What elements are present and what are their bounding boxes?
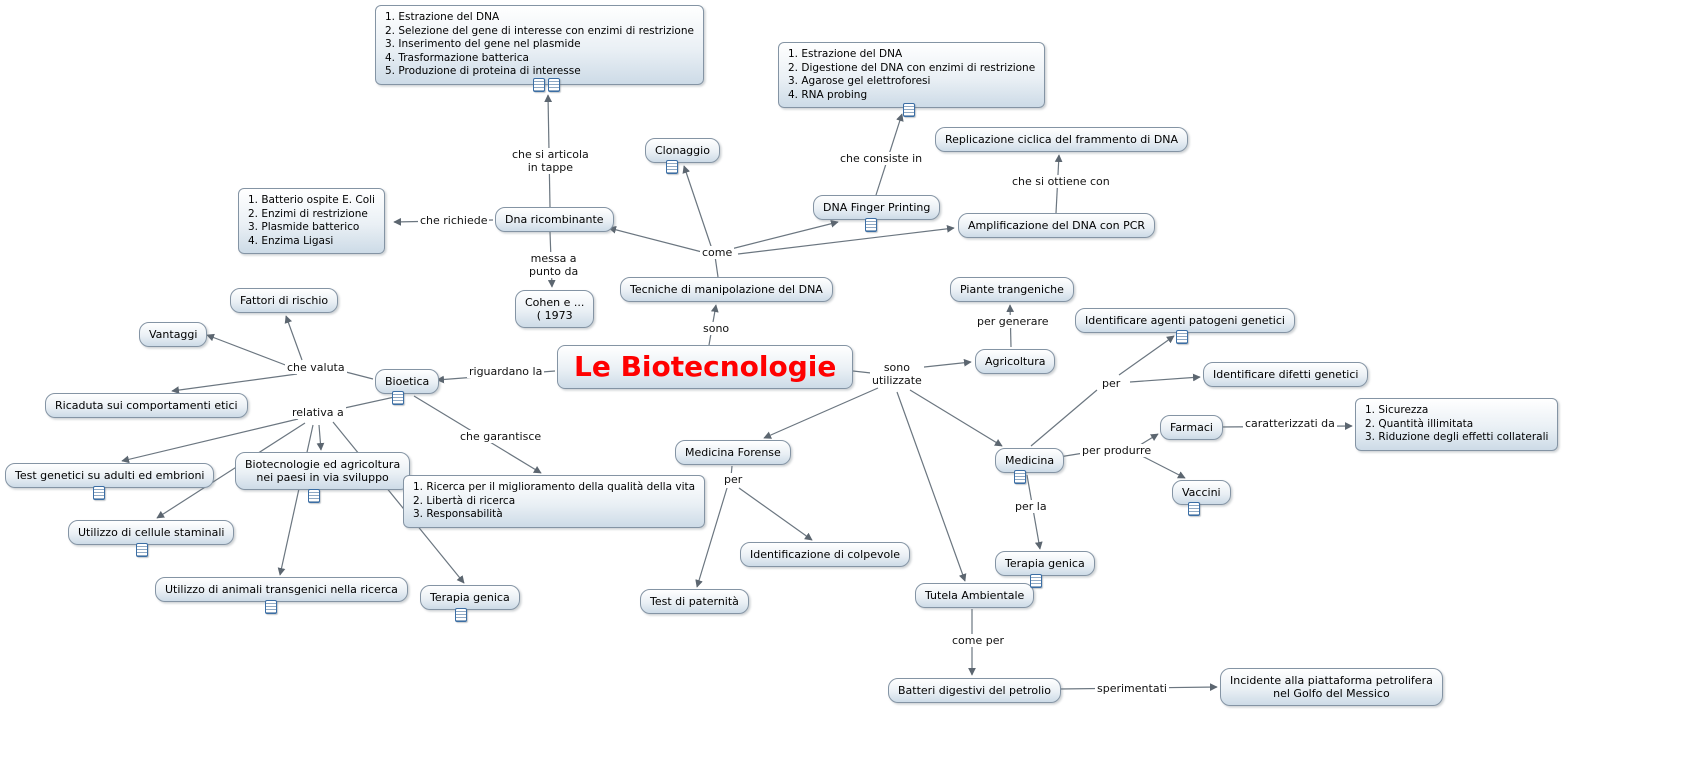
link-label-per-identificare[interactable]: per [1100,377,1123,390]
node-dna-finger-printing[interactable]: DNA Finger Printing [813,195,941,220]
link-label-che-valuta[interactable]: che valuta [285,361,347,374]
document-icon[interactable] [1030,574,1042,588]
document-icon[interactable] [548,78,560,92]
document-icon[interactable] [1014,470,1026,484]
link-label-che-consiste-in[interactable]: che consiste in [838,152,925,165]
node-biotecnologie-agricoltura-sviluppo[interactable]: Biotecnologie ed agricoltura nei paesi i… [235,452,411,490]
link-label-che-si-ottiene-con[interactable]: che si ottiene con [1010,175,1112,188]
link-label-per-forense[interactable]: per [722,473,745,486]
link-label-come[interactable]: come [700,246,735,259]
link-label-che-richiede[interactable]: che richiede [418,214,490,227]
link-label-sono[interactable]: sono [701,322,732,335]
document-icon[interactable] [865,218,877,232]
node-terapia-genica-medicina[interactable]: Terapia genica [995,551,1095,576]
document-icon[interactable] [392,391,404,405]
link-label-messa-a-punto-da[interactable]: messa a punto da [527,252,581,278]
node-identificare-difetti-genetici[interactable]: Identificare difetti genetici [1203,362,1369,387]
link-label-relativa-a[interactable]: relativa a [290,406,346,419]
document-icon[interactable] [903,103,915,117]
node-test-di-paternita[interactable]: Test di paternità [640,589,749,614]
node-utilizzo-cellule-staminali[interactable]: Utilizzo di cellule staminali [68,520,235,545]
node-replicazione-ciclica[interactable]: Replicazione ciclica del frammento di DN… [935,127,1189,152]
document-icon[interactable] [265,600,277,614]
node-vaccini[interactable]: Vaccini [1172,480,1231,505]
node-vantaggi[interactable]: Vantaggi [139,322,208,347]
link-label-per-la[interactable]: per la [1013,500,1049,513]
node-bioetica[interactable]: Bioetica [375,369,440,394]
document-icon[interactable] [93,486,105,500]
node-batteri-digestivi-petrolio[interactable]: Batteri digestivi del petrolio [888,678,1061,703]
node-medicina[interactable]: Medicina [995,448,1065,473]
link-label-caratterizzati-da[interactable]: caratterizzati da [1243,417,1337,430]
document-icon[interactable] [308,489,320,503]
node-incidente-golfo-messico[interactable]: Incidente alla piattaforma petrolifera n… [1220,668,1443,706]
node-amplificazione-pcr[interactable]: Amplificazione del DNA con PCR [958,213,1156,238]
document-icon[interactable] [666,160,678,174]
document-icon[interactable] [533,78,545,92]
node-tecniche-manipolazione-dna[interactable]: Tecniche di manipolazione del DNA [620,277,833,302]
node-le-biotecnologie[interactable]: Le Biotecnologie [557,345,854,389]
document-icon[interactable] [136,543,148,557]
document-icon[interactable] [1176,330,1188,344]
node-steps-finger-printing[interactable]: 1. Estrazione del DNA 2. Digestione del … [778,42,1046,108]
node-piante-trangeniche[interactable]: Piante trangeniche [950,277,1074,302]
node-steps-dna-ricombinante[interactable]: 1. Estrazione del DNA 2. Selezione del g… [375,5,704,85]
link-label-per-produrre[interactable]: per produrre [1080,444,1154,457]
node-animali-transgenici-ricerca[interactable]: Utilizzo di animali transgenici nella ri… [155,577,408,602]
node-terapia-genica-bioetica[interactable]: Terapia genica [420,585,520,610]
link-label-che-garantisce[interactable]: che garantisce [458,430,544,443]
node-tutela-ambientale[interactable]: Tutela Ambientale [915,583,1035,608]
document-icon[interactable] [455,608,467,622]
link-label-come-per[interactable]: come per [950,634,1007,647]
link-label-che-si-articola-in-tappe[interactable]: che si articola in tappe [510,148,591,174]
node-garanzie-bioetica[interactable]: 1. Ricerca per il miglioramento della qu… [403,475,706,528]
node-agricoltura[interactable]: Agricoltura [975,349,1056,374]
node-clonaggio[interactable]: Clonaggio [645,138,720,163]
node-dna-ricombinante[interactable]: Dna ricombinante [495,207,614,232]
node-fattori-di-rischio[interactable]: Fattori di rischio [230,288,339,313]
node-farmaci[interactable]: Farmaci [1160,415,1223,440]
link-label-sperimentati[interactable]: sperimentati [1095,682,1169,695]
node-ricaduta-comportamenti-etici[interactable]: Ricaduta sui comportamenti etici [45,393,248,418]
node-cohen-1973[interactable]: Cohen e ... ( 1973 [515,290,595,328]
node-medicina-forense[interactable]: Medicina Forense [675,440,791,465]
link-label-sono-utilizzate[interactable]: sono utilizzate [870,361,924,387]
node-test-genetici-adulti-embrioni[interactable]: Test genetici su adulti ed embrioni [5,463,215,488]
link-label-riguardano-la[interactable]: riguardano la [467,365,545,378]
node-caratteristiche-farmaci[interactable]: 1. Sicurezza 2. Quantità illimitata 3. R… [1355,398,1559,451]
node-requisiti-dna-ricombinante[interactable]: 1. Batterio ospite E. Coli 2. Enzimi di … [238,188,385,254]
document-icon[interactable] [1188,502,1200,516]
link-label-per-generare[interactable]: per generare [975,315,1051,328]
node-identificazione-colpevole[interactable]: Identificazione di colpevole [740,542,911,567]
